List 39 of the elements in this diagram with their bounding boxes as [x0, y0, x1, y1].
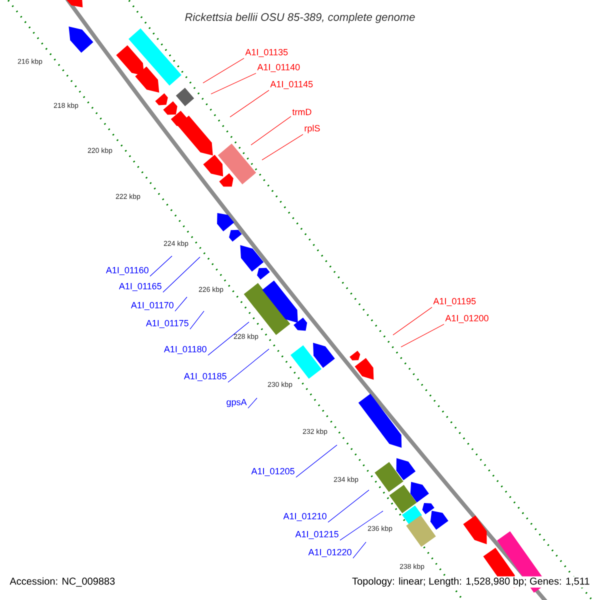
leader-line	[190, 310, 204, 330]
leader-line	[352, 542, 366, 559]
leader-line	[296, 444, 338, 478]
leader-line	[400, 324, 444, 348]
gene-label: gpsA	[226, 398, 247, 408]
leader-line	[262, 134, 304, 160]
leader-line	[174, 296, 188, 312]
gene-label: rplS	[304, 124, 320, 134]
gene-label: A1I_01165	[118, 282, 162, 292]
gene-label: A1I_01200	[445, 314, 488, 324]
leader-line	[392, 306, 432, 336]
gene-label: A1I_01220	[308, 548, 352, 558]
leader-line	[228, 348, 270, 383]
leader-line	[248, 398, 258, 409]
gene-label: A1I_01135	[245, 48, 288, 58]
gene-label: A1I_01215	[295, 530, 338, 540]
leader-line	[150, 256, 172, 277]
leader-line	[210, 72, 256, 94]
leader-line	[202, 58, 244, 84]
title: Rickettsia bellii OSU 85-389, complete genome	[185, 12, 415, 24]
gene-label: A1I_01140	[257, 64, 300, 72]
gene-label: A1I_01180	[164, 346, 206, 354]
gene-label: A1I_01145	[270, 80, 313, 90]
leader-line	[340, 510, 384, 541]
accession-label: Accession: NC_009883	[10, 577, 115, 587]
gene-label: A1I_01195	[433, 298, 476, 306]
gene-label: A1I_01205	[251, 468, 294, 476]
genome-stats-label: Topology: linear; Length: 1,528,980 bp; Genes: 1,511	[351, 576, 591, 588]
leader-line	[162, 256, 200, 293]
leader-line	[230, 90, 270, 118]
gene-label: trmD	[292, 108, 312, 116]
gene-label: A1I_01175	[146, 320, 188, 328]
leader-line	[328, 490, 370, 523]
gene-label: A1I_01185	[184, 372, 226, 382]
leader-line	[250, 116, 292, 146]
leader-line	[208, 322, 250, 356]
gene-label: A1I_01160	[106, 266, 148, 276]
gene-label: A1I_01170	[130, 302, 174, 310]
gene-label: A1I_01210	[283, 512, 326, 522]
